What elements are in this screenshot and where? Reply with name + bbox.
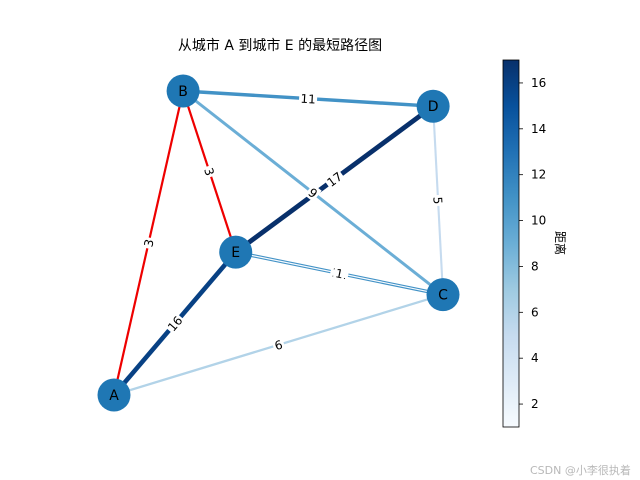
nodes-layer: A B C D E: [97, 74, 460, 412]
colorbar-gradient: [502, 59, 520, 428]
svg-text:3: 3: [201, 166, 217, 178]
chart-title: 从城市 A 到城市 E 的最短路径图: [178, 37, 382, 54]
edge-label-B-E: 3: [201, 164, 218, 179]
svg-text:A: A: [109, 388, 119, 404]
colorbar-tick-label: 6: [531, 305, 539, 319]
node-E: E: [219, 235, 253, 269]
svg-text:3: 3: [141, 238, 156, 249]
colorbar-tick-label: 14: [531, 122, 546, 136]
svg-text:E: E: [231, 245, 240, 261]
colorbar-tick-label: 12: [531, 168, 546, 182]
watermark: CSDN @小李很执着: [530, 464, 631, 477]
edge-label-C-E: 1: [332, 265, 347, 282]
svg-text:5: 5: [430, 196, 444, 204]
colorbar-label: 距离: [553, 231, 568, 255]
node-C: C: [426, 278, 460, 312]
colorbar-tick-label: 16: [531, 76, 546, 90]
edge-label-A-B: 3: [140, 236, 157, 250]
edge-label-D-C: 5: [430, 194, 446, 207]
svg-text:D: D: [428, 99, 439, 115]
edge-label-B-C: 9: [304, 183, 322, 202]
edge-label-B-D: 11: [298, 91, 318, 107]
node-A: A: [97, 378, 131, 412]
svg-text:1: 1: [334, 266, 344, 281]
node-B: B: [166, 74, 200, 108]
svg-text:B: B: [178, 84, 188, 100]
svg-text:C: C: [438, 288, 448, 304]
edge-label-A-C: 6: [271, 336, 286, 354]
svg-text:11: 11: [300, 92, 316, 107]
node-D: D: [416, 89, 450, 123]
colorbar: 2 4 6 8 10 12 14 16 距离: [502, 59, 568, 428]
colorbar-ticks: 2 4 6 8 10 12 14 16: [519, 76, 546, 411]
colorbar-tick-label: 8: [531, 259, 539, 273]
svg-text:6: 6: [273, 338, 284, 354]
colorbar-tick-label: 10: [531, 214, 546, 228]
colorbar-tick-label: 4: [531, 351, 539, 365]
colorbar-tick-label: 2: [531, 397, 539, 411]
